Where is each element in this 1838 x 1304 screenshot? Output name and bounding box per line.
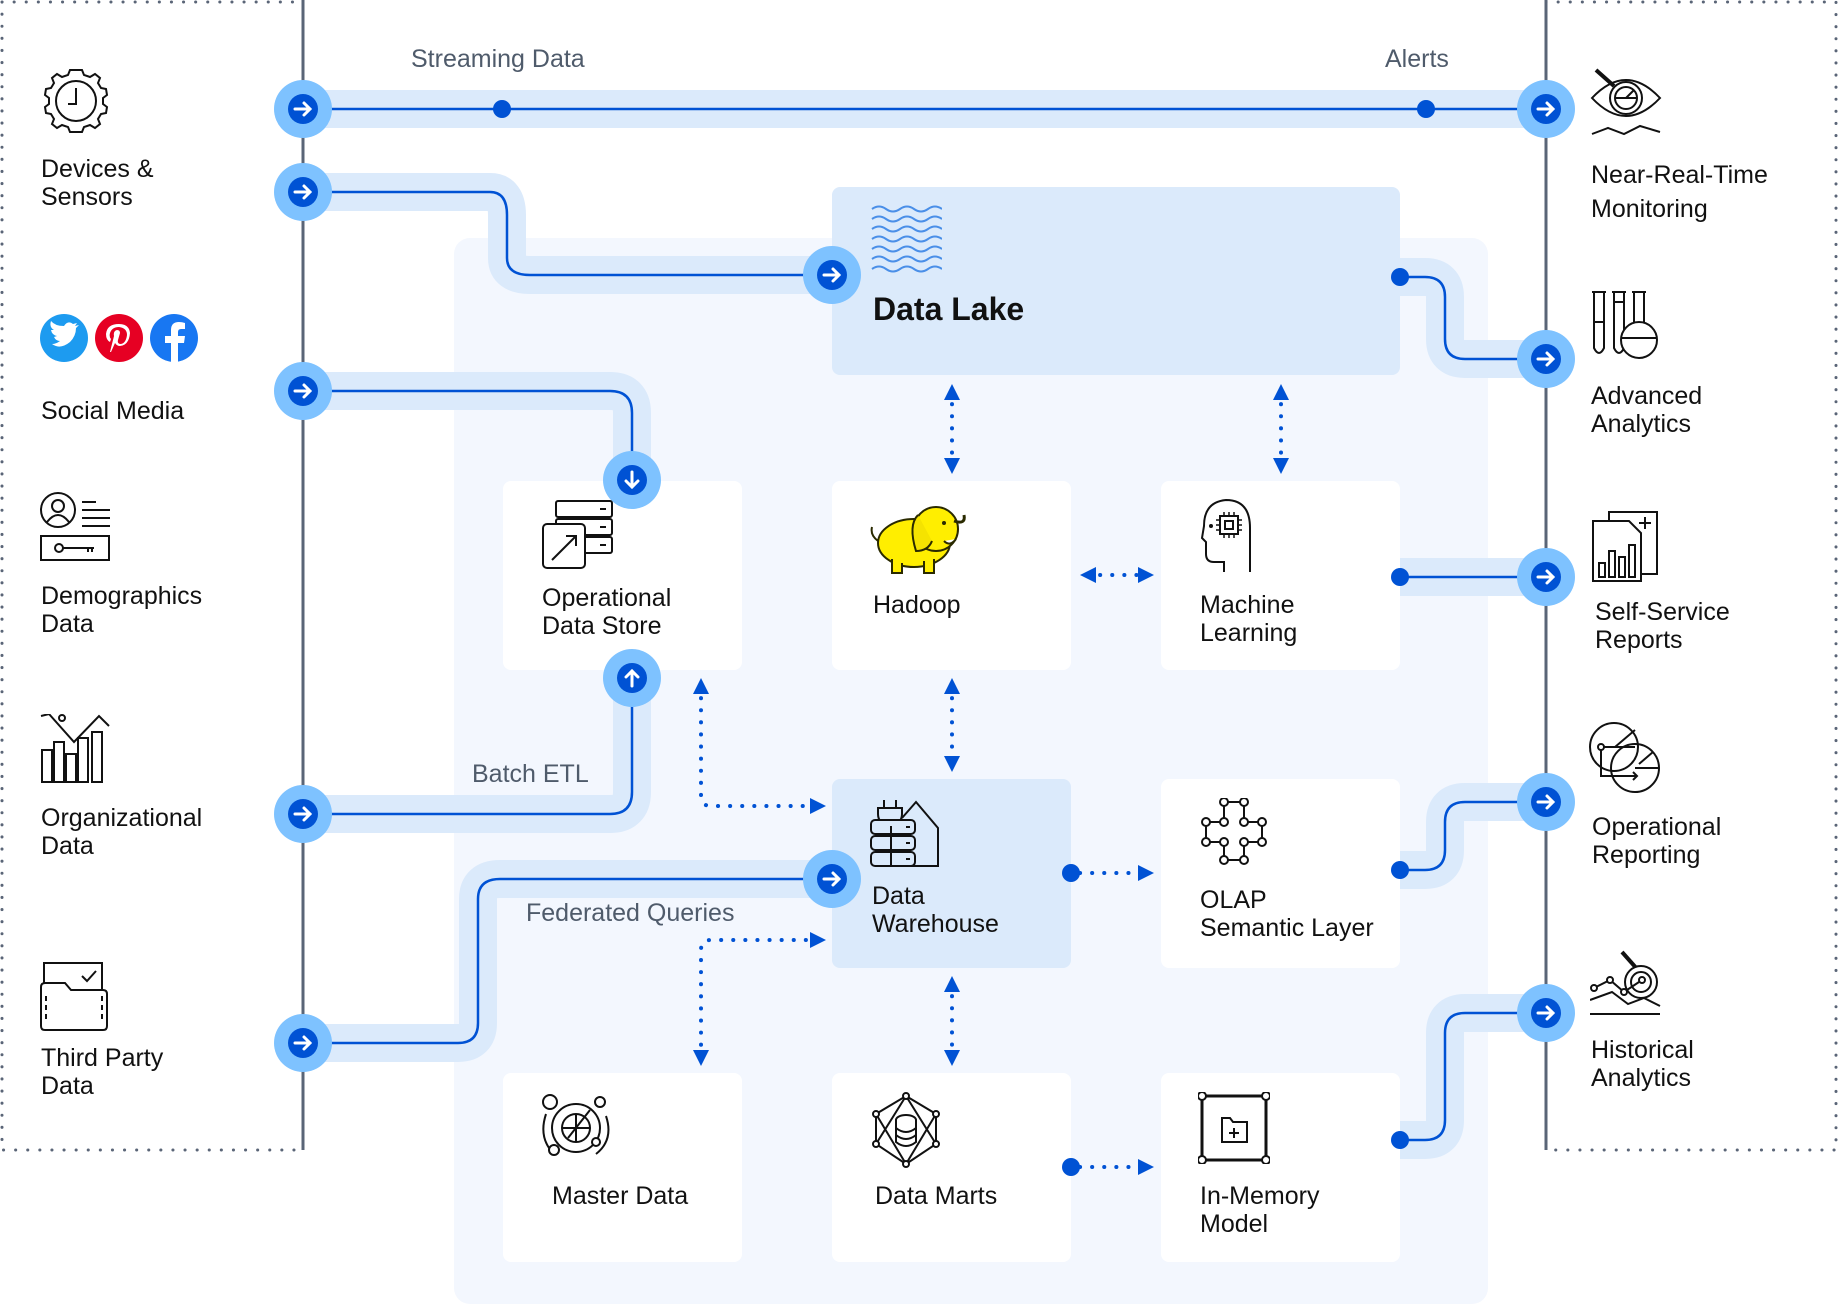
streaming-dot [493,100,511,118]
node-streaming-in[interactable] [274,80,332,138]
magnify-trend-icon [1590,950,1661,1015]
arrow-right-icon [1536,569,1556,585]
node-social-in[interactable] [274,362,332,420]
report-docs-icon [1592,511,1658,582]
dw-label: Data Warehouse [872,882,999,938]
arrow-right-icon [822,871,842,887]
batch-etl-label: Batch ETL [472,760,589,788]
arrow-right-icon [822,267,842,283]
dw-out-dot [1062,864,1080,882]
node-selfservice-out[interactable] [1517,548,1575,606]
node-ods-bottom[interactable] [603,649,661,707]
arrow-right-icon [1536,794,1556,810]
connector-ods-dw [693,678,826,814]
inmem-box[interactable] [1161,1073,1400,1262]
node-org-in[interactable] [274,785,332,843]
overlapping-charts-icon [1589,722,1660,793]
olap-label: OLAP Semantic Layer [1200,886,1374,942]
route-band-devices [303,173,832,294]
olap-out-dot [1391,861,1409,879]
demographics-label: Demographics Data [41,582,203,638]
outputs-panel-border [1544,0,1838,1152]
sources-panel-border [0,0,305,1152]
node-dw-in[interactable] [803,850,861,908]
master-box[interactable] [503,1073,742,1262]
route-social [303,389,634,480]
third-party-label: Third Party Data [41,1044,164,1100]
node-monitoring-out[interactable] [1517,80,1575,138]
hadoop-elephant-icon [870,506,966,574]
ml-label: Machine Learning [1200,591,1298,647]
buildings-chart-icon [40,714,110,783]
lake-out-dot [1391,268,1409,286]
head-chip-icon [1200,498,1251,572]
devices-label: Devices & Sensors [41,155,154,211]
in-memory-label: In-Memory Model [1200,1182,1320,1238]
node-ods-top[interactable] [603,451,661,509]
node-devices-in[interactable] [274,163,332,221]
arrow-down-icon [624,470,640,490]
hadoop-label: Hadoop [873,591,961,619]
data-marts-label: Data Marts [875,1182,998,1210]
server-export-icon [542,500,613,569]
arrow-right-icon [293,184,313,200]
arrow-right-icon [293,383,313,399]
arrow-right-icon [1536,1005,1556,1021]
node-advanced-out[interactable] [1517,330,1575,388]
node-lake-in[interactable] [803,246,861,304]
route-olap-out [1400,800,1546,872]
alerts-label: Alerts [1385,45,1449,73]
route-third [303,877,832,1045]
folder-check-icon [40,962,108,1031]
node-historical-out[interactable] [1517,984,1575,1042]
social-label: Social Media [41,397,185,425]
route-inmem-out [1400,1011,1546,1142]
advanced-analytics-label: Advanced Analytics [1591,382,1703,438]
node-third-in[interactable] [274,1014,332,1072]
arrow-right-icon [1536,351,1556,367]
arrow-right-icon [293,1035,313,1051]
federated-queries-label: Federated Queries [526,899,735,927]
olap-box[interactable] [1161,779,1400,968]
operational-reporting-label: Operational Reporting [1592,813,1722,869]
monitoring-label: Near-Real-Time Monitoring [1591,161,1768,223]
streaming-data-label: Streaming Data [411,45,585,73]
waves-icon [871,205,942,273]
ml-out-dot [1391,568,1409,586]
frame-folder-icon [1198,1092,1270,1164]
warehouse-plug-icon [870,800,939,867]
self-service-label: Self-Service Reports [1595,598,1730,654]
pinterest-icon [95,314,143,362]
social-icons [40,314,198,362]
node-graph-icon [1201,798,1267,865]
marts-out-dot [1062,1158,1080,1176]
marts-box[interactable] [832,1073,1071,1262]
historical-analytics-label: Historical Analytics [1591,1036,1694,1092]
master-data-label: Master Data [552,1182,689,1210]
alerts-dot [1417,100,1435,118]
arrow-right-icon [293,806,313,822]
id-card-key-icon [40,492,110,561]
gear-clock-icon [43,69,109,133]
cube-database-icon [872,1092,940,1168]
inmem-out-dot [1391,1131,1409,1149]
facebook-icon [150,314,198,362]
arrow-up-icon [624,668,640,688]
node-opreport-out[interactable] [1517,773,1575,831]
dw-box[interactable] [832,779,1071,968]
route-devices [303,190,832,277]
data-lake-label: Data Lake [873,291,1025,327]
arrow-right-icon [1536,101,1556,117]
arrow-right-icon [293,101,313,117]
organizational-label: Organizational Data [41,804,203,860]
data-lake-box[interactable] [832,187,1400,375]
eye-gauge-icon [1590,68,1662,136]
route-lake-out [1400,275,1546,361]
route-org [303,678,634,816]
orbit-chart-icon [542,1094,610,1156]
ods-box[interactable] [503,481,742,670]
lab-flask-icon [1592,291,1658,359]
twitter-icon [40,314,88,362]
ods-label: Operational Data Store [542,584,672,640]
